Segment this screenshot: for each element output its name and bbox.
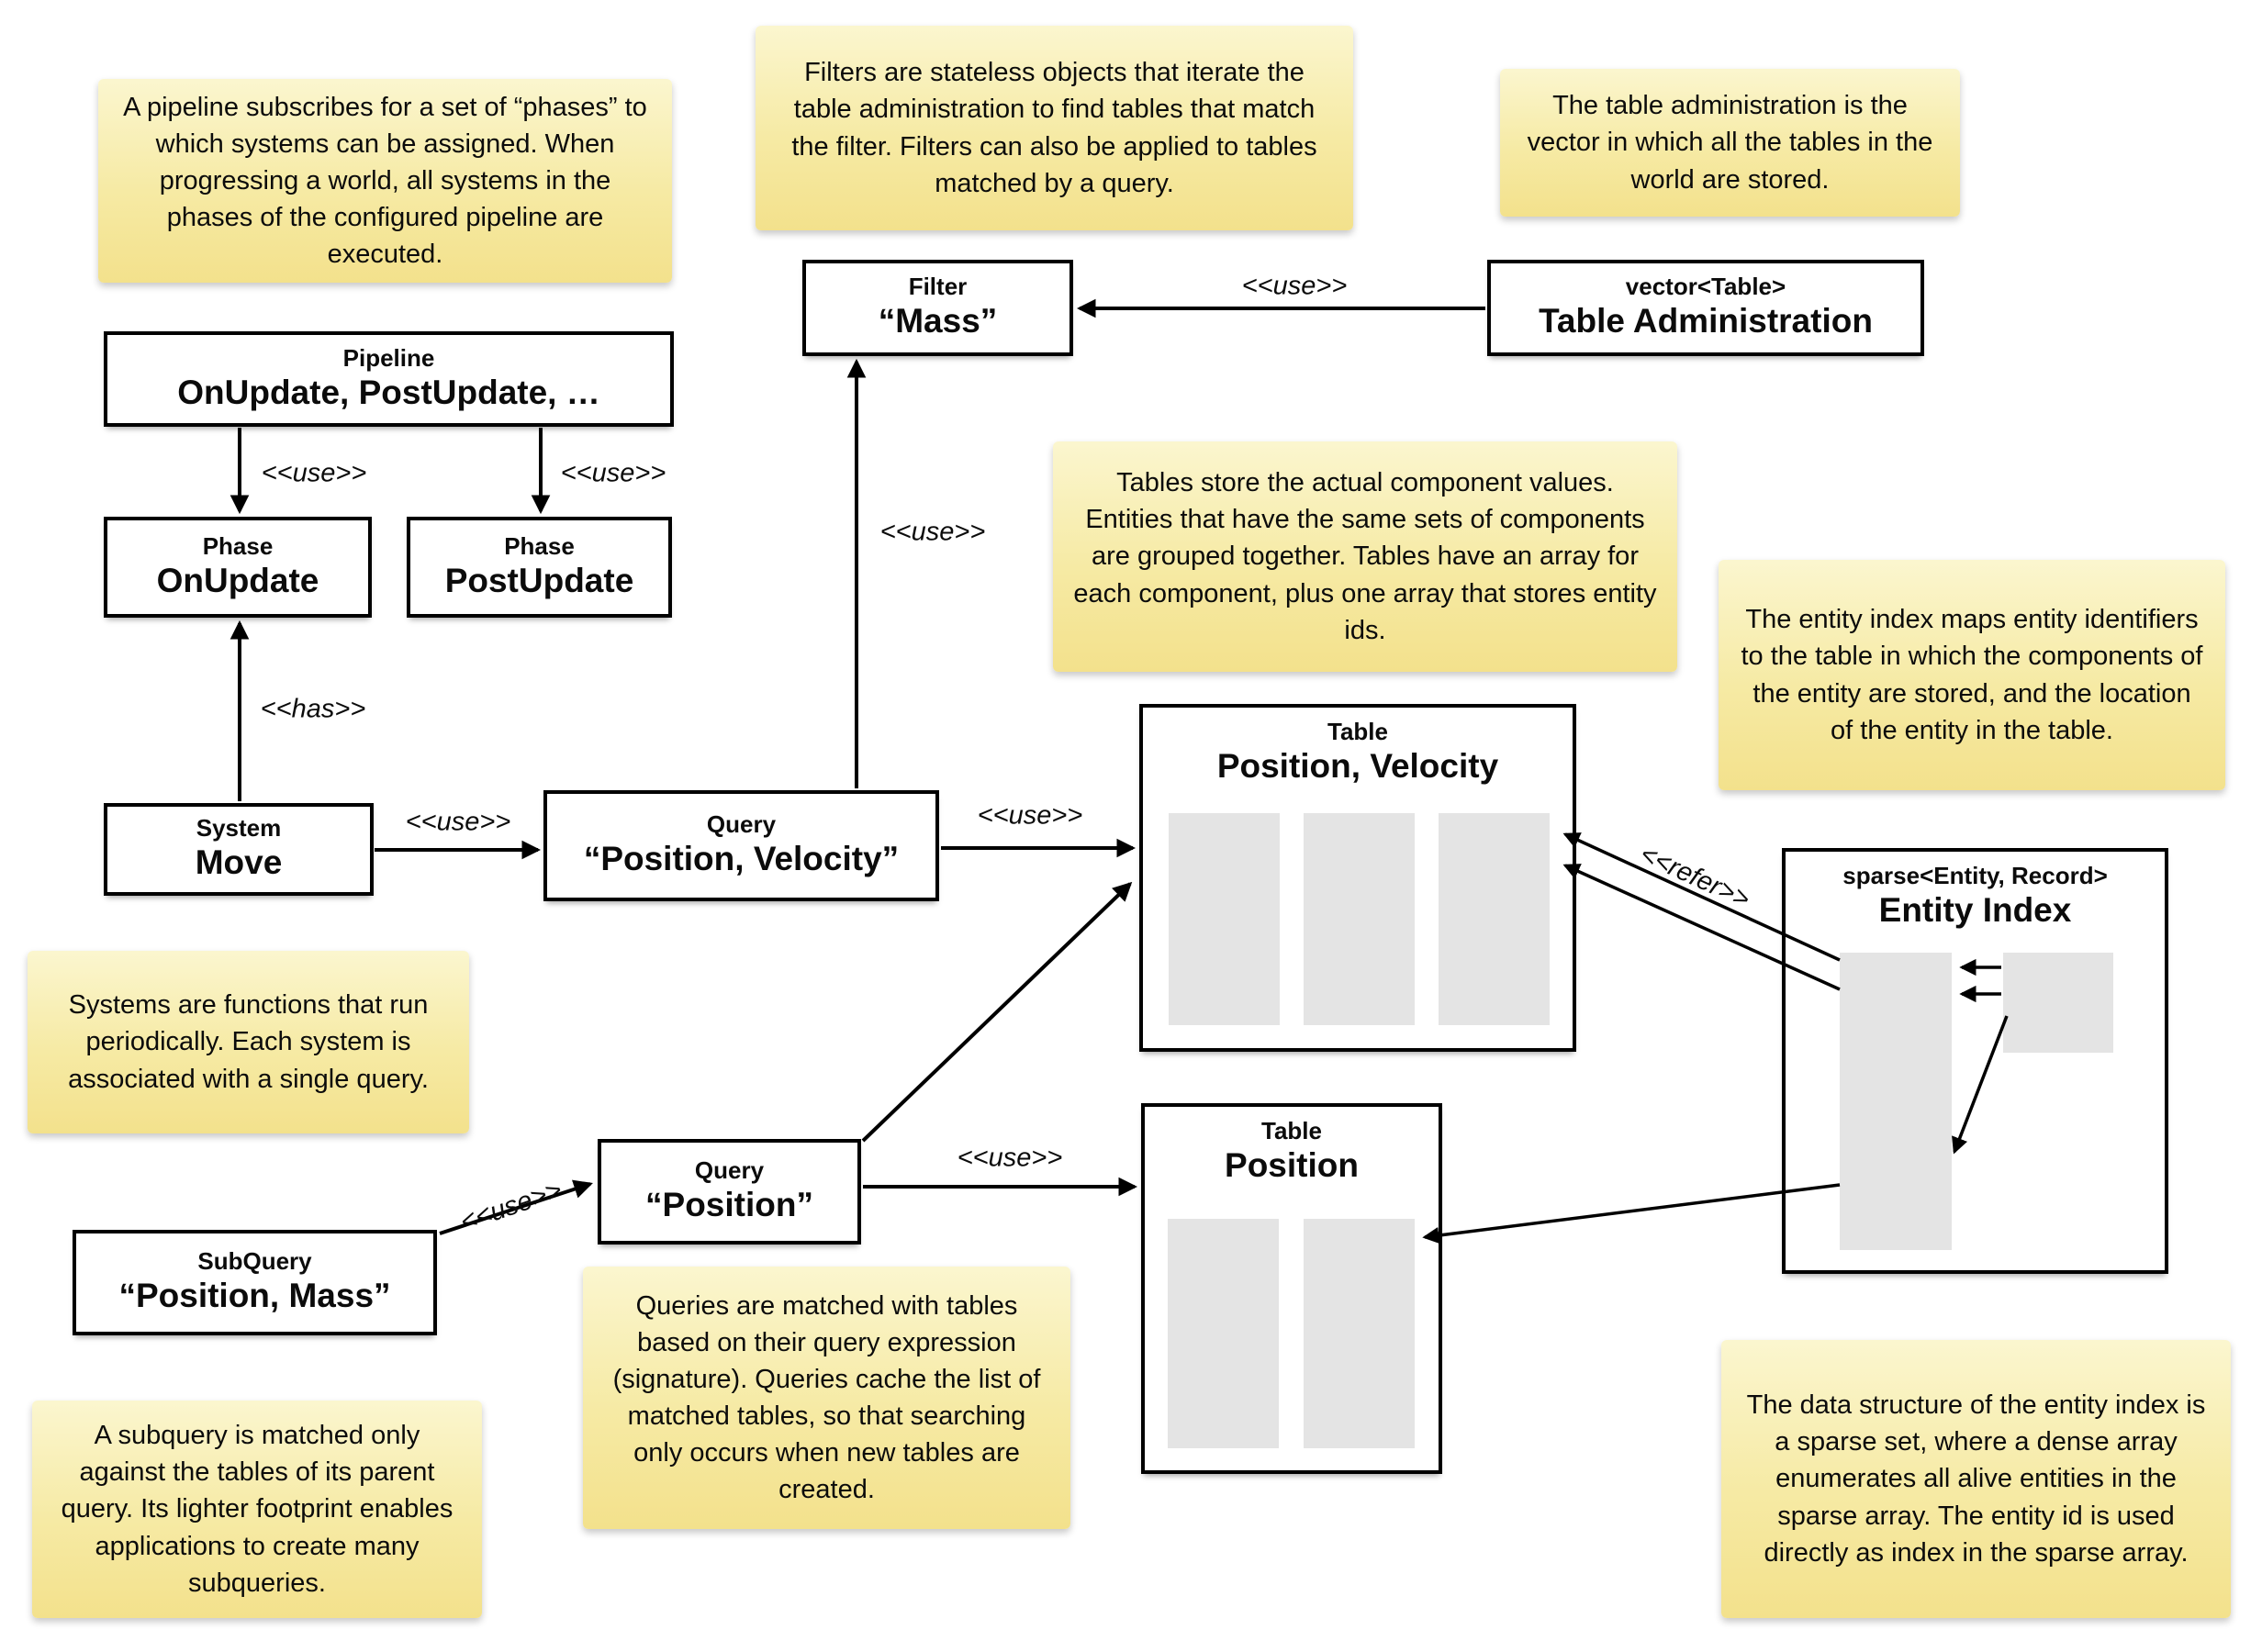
node-label: Table Administration bbox=[1539, 302, 1873, 340]
edge-label-use: <<use>> bbox=[879, 517, 986, 547]
note-text: A pipeline subscribes for a set of “phas… bbox=[123, 92, 647, 270]
edge-label-use: <<use>> bbox=[261, 458, 367, 488]
note-sparse-set: The data structure of the entity index i… bbox=[1721, 1340, 2231, 1618]
node-type: Table bbox=[1327, 718, 1388, 745]
node-type: Table bbox=[1261, 1117, 1322, 1144]
note-text: The entity index maps entity identifiers… bbox=[1741, 605, 2203, 745]
node-label: “Position” bbox=[645, 1186, 813, 1224]
component-array bbox=[1304, 813, 1415, 1025]
node-label: Position, Velocity bbox=[1216, 746, 1499, 785]
edge-label-has: <<has>> bbox=[260, 694, 366, 724]
node-label: “Mass” bbox=[878, 302, 998, 340]
note-table-administration: The table administration is the vector i… bbox=[1500, 69, 1960, 217]
node-label: Move bbox=[195, 843, 283, 882]
arrow-entityindex-to-tablep bbox=[1422, 1183, 1841, 1245]
node-label: OnUpdate, PostUpdate, … bbox=[177, 373, 600, 411]
edge-label-use: <<use>> bbox=[405, 807, 511, 837]
component-array bbox=[1439, 813, 1550, 1025]
node-query-position: Query “Position” bbox=[598, 1139, 861, 1245]
node-entity-index: sparse<Entity, Record> Entity Index bbox=[1782, 848, 2168, 1274]
component-array bbox=[1168, 1219, 1279, 1448]
note-text: The table administration is the vector i… bbox=[1527, 91, 1933, 195]
note-tables: Tables store the actual component values… bbox=[1053, 441, 1677, 672]
node-table-position-velocity: Table Position, Velocity bbox=[1139, 704, 1576, 1052]
note-filters: Filters are stateless objects that itera… bbox=[756, 26, 1353, 230]
edge-label-use: <<use>> bbox=[977, 800, 1083, 831]
node-type: vector<Table> bbox=[1625, 273, 1786, 301]
arrow-queryp-to-tablepv bbox=[861, 881, 1133, 1143]
note-queries: Queries are matched with tables based on… bbox=[583, 1267, 1070, 1529]
node-label: “Position, Velocity” bbox=[583, 840, 900, 878]
node-type: Phase bbox=[202, 531, 274, 560]
node-type: Filter bbox=[908, 273, 968, 301]
node-phase-onupdate: Phase OnUpdate bbox=[104, 517, 372, 618]
node-type: Query bbox=[706, 810, 777, 839]
edge-label-refer: <<refer>> bbox=[1635, 839, 1754, 915]
node-table-position: Table Position bbox=[1141, 1103, 1442, 1474]
node-type: Pipeline bbox=[342, 343, 435, 372]
node-system-move: System Move bbox=[104, 803, 374, 896]
edge-label-use: <<use>> bbox=[957, 1143, 1063, 1173]
note-text: The data structure of the entity index i… bbox=[1746, 1390, 2206, 1568]
node-phase-postupdate: Phase PostUpdate bbox=[407, 517, 672, 618]
component-array bbox=[1169, 813, 1280, 1025]
node-type: System bbox=[196, 814, 282, 843]
edge-label-use: <<use>> bbox=[456, 1175, 566, 1238]
note-systems: Systems are functions that run periodica… bbox=[28, 951, 469, 1133]
dense-array bbox=[2003, 953, 2113, 1053]
sparse-array bbox=[1840, 953, 1952, 1250]
node-label: Position bbox=[1225, 1145, 1359, 1184]
node-label: OnUpdate bbox=[156, 561, 319, 599]
edge-label-use: <<use>> bbox=[560, 458, 666, 488]
note-text: Tables store the actual component values… bbox=[1073, 468, 1657, 645]
node-type: sparse<Entity, Record> bbox=[1842, 862, 2108, 889]
node-type: Query bbox=[694, 1156, 765, 1185]
node-type: Phase bbox=[504, 531, 575, 560]
node-pipeline: Pipeline OnUpdate, PostUpdate, … bbox=[104, 331, 674, 427]
note-entity-index: The entity index maps entity identifiers… bbox=[1719, 560, 2225, 790]
edge-label-use: <<use>> bbox=[1241, 271, 1348, 301]
note-subquery: A subquery is matched only against the t… bbox=[32, 1401, 482, 1618]
note-text: Systems are functions that run periodica… bbox=[68, 990, 429, 1094]
note-text: A subquery is matched only against the t… bbox=[61, 1421, 454, 1598]
note-text: Filters are stateless objects that itera… bbox=[791, 58, 1317, 198]
entity-id-array bbox=[1304, 1219, 1415, 1448]
node-label: Entity Index bbox=[1878, 890, 2072, 929]
node-query-position-velocity: Query “Position, Velocity” bbox=[543, 790, 939, 901]
note-pipeline: A pipeline subscribes for a set of “phas… bbox=[98, 79, 672, 283]
node-type: SubQuery bbox=[197, 1247, 312, 1276]
node-table-administration: vector<Table> Table Administration bbox=[1487, 260, 1924, 356]
note-text: Queries are matched with tables based on… bbox=[612, 1290, 1041, 1505]
node-subquery: SubQuery “Position, Mass” bbox=[73, 1230, 437, 1335]
node-label: “Position, Mass” bbox=[118, 1277, 391, 1315]
node-label: PostUpdate bbox=[444, 561, 634, 599]
node-filter-mass: Filter “Mass” bbox=[802, 260, 1073, 356]
